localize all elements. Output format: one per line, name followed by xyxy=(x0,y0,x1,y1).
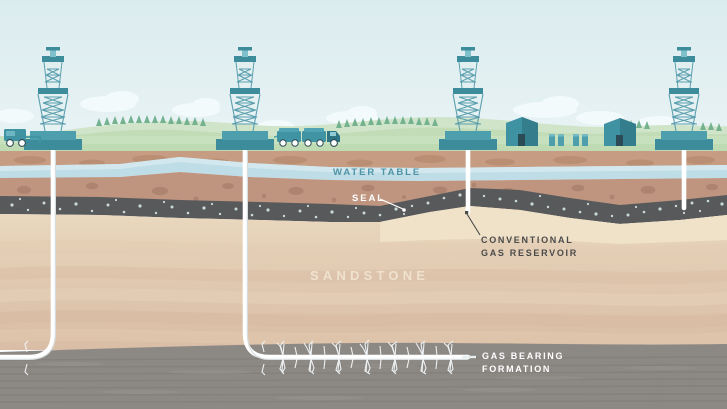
conventional-leader-dot xyxy=(465,211,469,215)
building-3[interactable] xyxy=(506,117,538,146)
well-horizontal-left-shade xyxy=(0,147,56,360)
well-horizontal-left xyxy=(0,144,56,360)
seal-leader-dot xyxy=(402,208,406,212)
conventional-label-line2: GAS RESERVOIR xyxy=(481,248,578,258)
shale-layer xyxy=(0,342,727,409)
conventional-label-line1: CONVENTIONAL xyxy=(481,235,573,245)
conventional-reservoir xyxy=(380,206,727,244)
seal-layer xyxy=(0,188,727,224)
gas-bearing-label-line2: FORMATION xyxy=(482,364,551,374)
rig-4[interactable] xyxy=(655,47,713,150)
seal-leader-line xyxy=(379,198,404,210)
seal-label: SEAL xyxy=(352,193,385,204)
building-4[interactable] xyxy=(604,118,636,146)
tree-line xyxy=(96,115,722,131)
seal-speckle xyxy=(10,193,724,219)
sandstone-banding xyxy=(0,240,727,346)
gas-bearing-label-line1: GAS BEARING xyxy=(482,351,564,361)
rig-1[interactable] xyxy=(24,47,82,150)
rig-2[interactable] xyxy=(216,47,274,150)
tanks-3[interactable] xyxy=(549,134,564,146)
fracture-network xyxy=(24,339,454,376)
tanks-4[interactable] xyxy=(573,134,588,146)
water-table-highlight xyxy=(0,157,727,173)
truck-1[interactable] xyxy=(4,129,41,147)
sandstone-label: SANDSTONE xyxy=(310,268,429,283)
truck-2[interactable] xyxy=(273,128,340,147)
rig-3[interactable] xyxy=(439,47,497,150)
water-table-label: WATER TABLE xyxy=(333,167,421,178)
grass-strip-front xyxy=(0,144,727,152)
well-horizontal-main-shade xyxy=(246,147,468,360)
conventional-leader-line xyxy=(466,213,481,236)
